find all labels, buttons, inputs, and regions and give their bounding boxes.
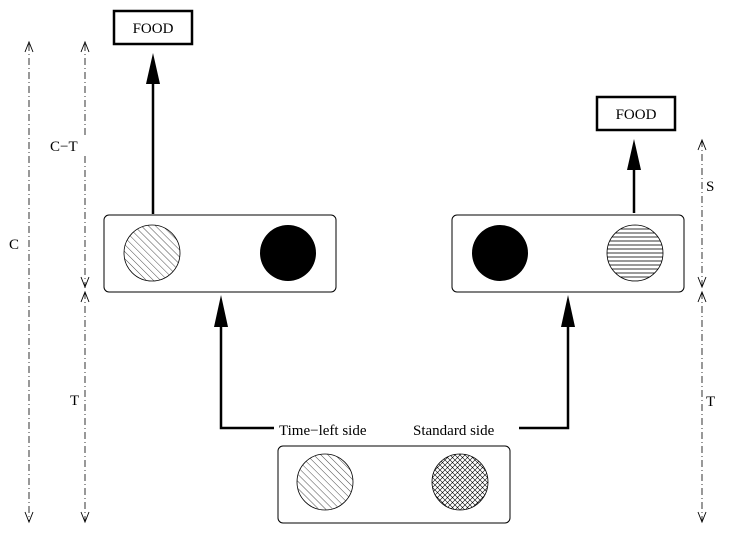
label-time-left-side: Time−left side: [279, 423, 367, 439]
label-c: C: [9, 237, 19, 253]
arrow-to-food-left: [146, 53, 160, 214]
key-hatched-horizontal: [606, 224, 664, 282]
dimension-c: [24, 40, 34, 524]
key-hatched-diagonal: [123, 224, 181, 282]
label-c-minus-t: C−T: [50, 139, 78, 155]
key-dark-left: [260, 225, 316, 281]
label-s: S: [706, 179, 714, 195]
label-t-left: T: [70, 393, 79, 409]
arrow-to-standard-panel: [519, 295, 575, 430]
label-t-right: T: [706, 394, 715, 410]
dimension-c-minus-t: [80, 40, 90, 289]
key-dark-right: [472, 225, 528, 281]
label-standard-side: Standard side: [413, 423, 495, 439]
food-label-left: FOOD: [133, 21, 174, 37]
dimension-t-left: [80, 290, 90, 524]
food-box-right: [595, 95, 677, 132]
food-box-left: [112, 9, 194, 46]
food-label-right: FOOD: [616, 107, 657, 123]
key-initial-standard: [431, 453, 489, 511]
key-initial-time-left: [296, 453, 354, 511]
arrow-to-food-right: [627, 139, 641, 213]
dimension-s: [697, 138, 707, 289]
arrow-to-time-left-panel: [214, 295, 274, 430]
dimension-t-right: [697, 290, 707, 524]
